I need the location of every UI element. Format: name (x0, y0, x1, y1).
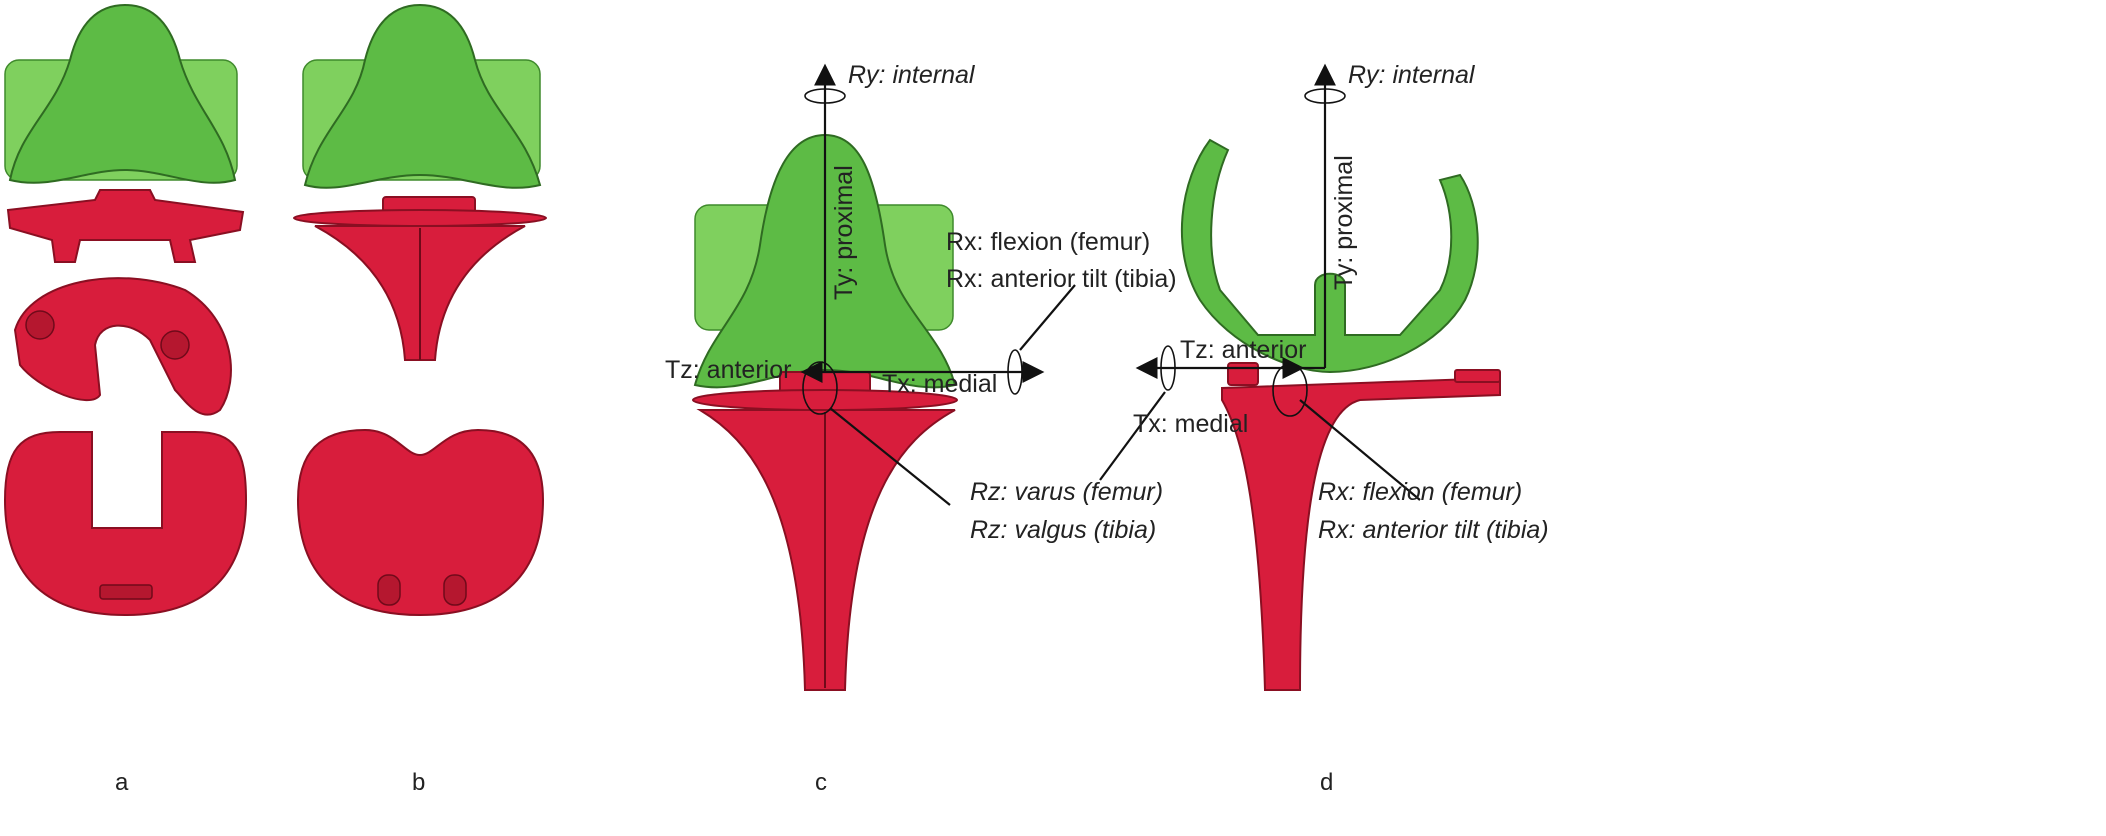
femoral-component-front (4, 3, 238, 184)
panel-b: b (293, 3, 547, 796)
ry-internal-label: Ry: internal (1348, 61, 1476, 89)
panel-label-a: a (115, 769, 129, 796)
rz-rotation-icon (1160, 345, 1176, 391)
rx-rotation-icon (1007, 349, 1023, 395)
rz-leader-line (829, 407, 951, 506)
panel-c: Ry: internal Ty: proximal Rx: flexion (f… (665, 61, 1177, 796)
coordinate-axes (800, 63, 1076, 506)
femoral-component-side (1180, 138, 1479, 374)
rz-leader-line (1099, 391, 1166, 481)
rx-anterior-tilt-label: Rx: anterior tilt (tibia) (946, 265, 1177, 293)
tibial-insert-top (6, 189, 245, 263)
panel-label-d: d (1320, 769, 1333, 796)
tz-anterior-label: Tz: anterior (665, 356, 791, 384)
rx-leader-line (1299, 399, 1421, 501)
rz-varus-label: Rz: varus (femur) (970, 478, 1163, 506)
tx-medial-label: Tx: medial (1133, 410, 1248, 438)
rx-leader-line (1019, 284, 1076, 351)
tz-anterior-label: Tz: anterior (1180, 336, 1306, 364)
rx-flexion-label: Rx: flexion (femur) (946, 228, 1150, 256)
ty-proximal-label: Ty: proximal (830, 165, 858, 300)
rz-valgus-label: Rz: valgus (tibia) (970, 516, 1156, 544)
tibial-baseplate-underside (296, 428, 545, 617)
ty-proximal-label: Ty: proximal (1330, 155, 1358, 290)
tibial-component-side (293, 196, 547, 361)
ry-rotation-icon (804, 88, 846, 104)
panel-label-c: c (815, 769, 827, 796)
coordinate-axes (1099, 63, 1421, 501)
ry-internal-label: Ry: internal (848, 61, 976, 89)
tibial-tray-underside (3, 431, 248, 617)
rx-anterior-tilt-label: Rx: anterior tilt (tibia) (1318, 516, 1549, 544)
rx-flexion-label: Rx: flexion (femur) (1318, 478, 1522, 506)
femoral-component-front (302, 3, 542, 189)
ry-rotation-icon (1304, 88, 1346, 104)
tx-medial-label: Tx: medial (882, 370, 997, 398)
panel-label-b: b (412, 769, 425, 796)
tibial-component-front (692, 371, 958, 691)
rx-rotation-icon (1272, 363, 1308, 417)
panel-a: a (3, 3, 248, 796)
panel-d: Ry: internal Ty: proximal Tz: anterior T… (1099, 61, 1549, 796)
tibial-insert-tilted (13, 277, 232, 416)
rz-rotation-icon (802, 361, 838, 415)
